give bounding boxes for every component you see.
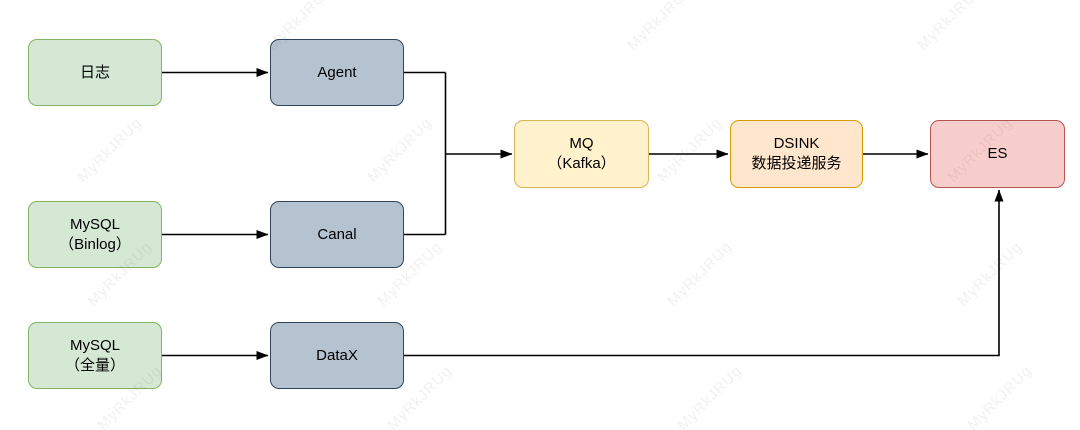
node-datax: DataX — [270, 322, 404, 389]
node-datax-label: DataX — [316, 346, 358, 364]
node-es-label: ES — [987, 145, 1008, 163]
node-agent: Agent — [270, 39, 404, 106]
node-logs-label: 日志 — [79, 63, 110, 81]
node-mysql-full-label-line2: （全量） — [64, 356, 125, 374]
node-dsink-label-line1: DSINK — [773, 135, 820, 153]
node-mysql-binlog: MySQL （Binlog） — [28, 201, 162, 268]
node-canal-label: Canal — [317, 225, 357, 243]
node-logs: 日志 — [28, 39, 162, 106]
node-es: ES — [930, 120, 1065, 188]
node-mq-label-line2: （Kafka） — [547, 155, 616, 172]
edge-datax-to-es — [404, 189, 1004, 357]
node-mq-kafka: MQ （Kafka） — [514, 120, 649, 188]
node-mysql-binlog-label-line1: MySQL — [69, 215, 120, 233]
node-canal: Canal — [270, 201, 404, 268]
node-agent-label: Agent — [317, 63, 357, 81]
node-mysql-binlog-label-line2: （Binlog） — [59, 235, 131, 253]
node-mysql-full: MySQL （全量） — [28, 322, 162, 389]
node-mq-label-line1: MQ — [569, 135, 594, 153]
node-mysql-full-label-line1: MySQL — [69, 336, 120, 354]
node-dsink: DSINK 数据投递服务 — [730, 120, 863, 188]
node-dsink-label-line2: 数据投递服务 — [751, 155, 842, 172]
